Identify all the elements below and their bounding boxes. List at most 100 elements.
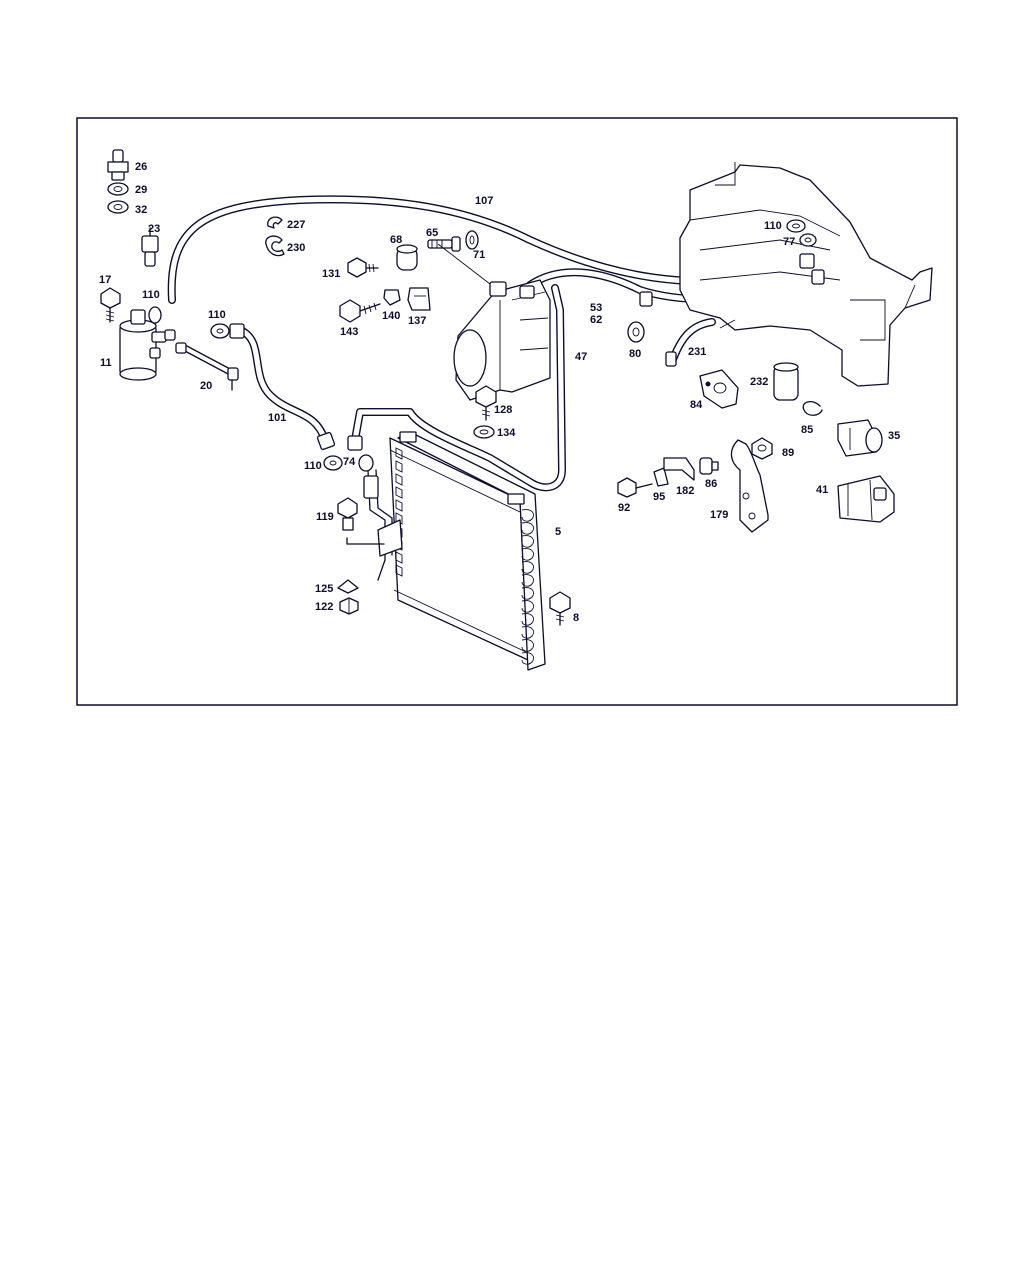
seal-110b xyxy=(210,323,230,339)
condenser xyxy=(346,431,546,671)
callout-182: 182 xyxy=(676,485,694,497)
callout-5: 5 xyxy=(555,526,561,538)
seal-110a xyxy=(148,306,162,324)
engine-block xyxy=(679,162,933,387)
callout-23: 23 xyxy=(148,223,160,235)
condenser-coil-loop xyxy=(521,574,534,587)
callout-179: 179 xyxy=(710,509,728,521)
bolt-8 xyxy=(549,591,571,626)
hose-101 xyxy=(229,323,336,451)
condenser-coil-loop xyxy=(521,626,534,639)
seal-71 xyxy=(465,230,479,250)
callout-20: 20 xyxy=(200,380,212,392)
callout-29: 29 xyxy=(135,184,147,196)
callout-62: 62 xyxy=(590,314,602,326)
callout-35: 35 xyxy=(888,430,900,442)
mount-86 xyxy=(699,457,719,475)
bracket-182 xyxy=(663,457,695,481)
callout-47: 47 xyxy=(575,351,587,363)
condenser-coil-loop xyxy=(521,639,534,652)
condenser-tube xyxy=(395,564,403,577)
callout-84: 84 xyxy=(690,399,703,411)
clip-95 xyxy=(653,467,669,487)
condenser-coil-loop xyxy=(521,509,534,522)
line-47 xyxy=(347,284,566,492)
bolt-131 xyxy=(347,257,379,278)
callout-80: 80 xyxy=(629,348,641,360)
callout-110-dryer: 110 xyxy=(142,289,160,301)
callout-53: 53 xyxy=(590,302,602,314)
callout-122: 122 xyxy=(315,601,333,613)
callout-230: 230 xyxy=(287,242,305,254)
screw-143 xyxy=(339,299,381,323)
callout-68: 68 xyxy=(390,234,402,246)
nut-89 xyxy=(751,437,773,460)
callout-labels: 26 29 32 23 17 110 11 20 110 101 110 74 … xyxy=(99,161,900,624)
condenser-tube xyxy=(395,551,403,564)
callout-17: 17 xyxy=(99,274,111,286)
clamp-227 xyxy=(267,216,283,229)
condenser-coil-loop xyxy=(521,600,534,613)
condenser-tube xyxy=(395,460,403,473)
damper-68 xyxy=(396,244,418,271)
seal-32 xyxy=(107,200,129,214)
valve-84 xyxy=(699,369,739,409)
condenser-tube xyxy=(395,512,403,525)
seal-134 xyxy=(473,425,495,439)
condenser-coil-loop xyxy=(521,613,534,626)
bolt-17 xyxy=(100,287,121,323)
seal-110d xyxy=(786,219,806,233)
diagram-frame xyxy=(76,117,958,706)
bushing-80 xyxy=(627,321,645,343)
callout-71: 71 xyxy=(473,249,485,261)
callout-125: 125 xyxy=(315,583,333,595)
callout-137: 137 xyxy=(408,315,426,327)
filter-232 xyxy=(773,362,799,401)
callout-65: 65 xyxy=(426,227,438,239)
seal-29 xyxy=(107,182,129,196)
bracket-179 xyxy=(730,439,769,533)
callout-110-engine: 110 xyxy=(764,220,782,232)
switch-23 xyxy=(141,227,159,267)
callout-101: 101 xyxy=(268,412,286,424)
condenser-coil-loop xyxy=(521,587,534,600)
nut-122 xyxy=(339,597,359,615)
callout-32: 32 xyxy=(135,204,147,216)
condenser-tube xyxy=(395,473,403,486)
valve-65 xyxy=(427,236,461,252)
bolt-119 xyxy=(337,497,358,531)
callout-26: 26 xyxy=(135,161,147,173)
callout-11: 11 xyxy=(100,357,112,369)
callout-110-hose: 110 xyxy=(208,309,226,321)
hose-20 xyxy=(175,342,239,391)
callout-92: 92 xyxy=(618,502,630,514)
callout-41: 41 xyxy=(816,484,828,496)
callout-128: 128 xyxy=(494,404,512,416)
callout-77: 77 xyxy=(783,236,795,248)
condenser-coil-loop xyxy=(521,652,534,665)
leader-lines xyxy=(437,243,736,329)
callout-143: 143 xyxy=(340,326,358,338)
callout-131: 131 xyxy=(322,268,340,280)
callout-8: 8 xyxy=(573,612,579,624)
condenser-coil-loop xyxy=(521,548,534,561)
callout-86: 86 xyxy=(705,478,717,490)
callout-134: 134 xyxy=(497,427,516,439)
valve-35 xyxy=(837,419,883,457)
callout-74: 74 xyxy=(343,456,356,468)
seal-110c xyxy=(323,455,343,471)
clamp-230 xyxy=(265,235,285,257)
condenser-coil-loop xyxy=(521,522,534,535)
ring-85 xyxy=(802,400,823,416)
compressor xyxy=(453,279,551,401)
callout-107: 107 xyxy=(475,195,493,207)
condenser-tube xyxy=(395,486,403,499)
callout-85: 85 xyxy=(801,424,813,436)
condenser-coil-loop xyxy=(521,535,534,548)
condenser-coil-loop xyxy=(521,561,534,574)
receiver-dryer xyxy=(119,309,176,381)
hose-107 xyxy=(167,195,804,304)
callout-140: 140 xyxy=(382,310,400,322)
callout-95: 95 xyxy=(653,491,665,503)
